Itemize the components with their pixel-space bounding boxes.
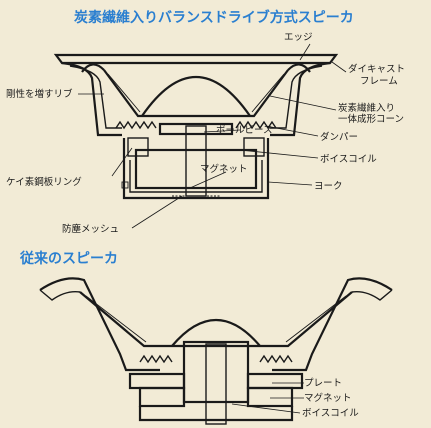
speaker2-leaders <box>231 382 304 414</box>
label-cone-2: 一体成形コーン <box>338 113 404 125</box>
basket-lip-left <box>39 289 81 301</box>
label-yoke: ヨーク <box>314 181 343 192</box>
diagram2-title: 従来のスピーカ <box>19 250 118 267</box>
frame-left-inner <box>69 65 122 129</box>
cone2-line-right <box>285 295 347 343</box>
label-silicon-ring: ケイ素鋼板リング <box>6 176 82 188</box>
label-voice-coil-2: ボイスコイル <box>302 408 359 419</box>
basket-lip-right <box>351 289 393 301</box>
edge-roll-left <box>81 63 105 73</box>
leader-voicecoil2 <box>231 403 301 414</box>
dome2 <box>171 319 261 347</box>
label-frame-1: ダイキャスト <box>348 63 405 75</box>
leader-yoke <box>267 181 313 186</box>
label-plate: プレート <box>304 378 342 389</box>
label-rib: 剛性を増すリブ <box>6 88 73 100</box>
plate2-left <box>128 372 186 390</box>
speaker1-drawing <box>53 53 339 200</box>
bottom-plate2 <box>138 406 294 422</box>
speaker2-drawing <box>39 277 393 425</box>
cone-line-left <box>107 73 141 113</box>
leader-frame <box>331 61 347 73</box>
magnet-block <box>134 148 258 190</box>
label-dust-mesh: 防塵メッシュ <box>62 223 119 235</box>
plate2-right <box>246 372 304 390</box>
basket-right <box>272 277 393 372</box>
leader-damper <box>265 125 319 137</box>
cone-outer <box>103 69 289 118</box>
frame-top-rim <box>53 53 339 65</box>
leader-cone <box>269 95 337 111</box>
cone2-line-left <box>85 295 147 343</box>
leader-edge <box>299 43 311 61</box>
yoke-inner <box>129 160 263 193</box>
damper-right <box>235 120 277 130</box>
label-frame-2: フレーム <box>360 76 398 87</box>
damper2-left <box>139 354 173 364</box>
basket-left <box>39 277 160 372</box>
label-edge: エッジ <box>284 32 313 43</box>
label-voice-coil-1: ボイスコイル <box>320 154 377 165</box>
frame-right-inner <box>270 65 323 129</box>
diagram1-title: 炭素繊維入りバランスドライブ方式スピーカ <box>74 9 354 26</box>
pole-piece <box>185 125 207 197</box>
leader-magnet <box>189 171 227 189</box>
cone2-outer <box>79 291 353 348</box>
yoke-outline <box>122 138 270 200</box>
leader-ring <box>111 147 133 177</box>
label-pole-piece: ポールピース <box>216 125 273 136</box>
leader-pole <box>203 129 241 133</box>
leader-voicecoil <box>239 149 319 159</box>
screw-mark-left <box>121 181 129 189</box>
magnet2-right <box>246 386 294 408</box>
pole2 <box>182 340 250 404</box>
silicon-ring-left <box>127 137 149 157</box>
damper-left <box>115 120 157 130</box>
edge-roll-right <box>287 63 311 73</box>
cone-line-right <box>251 73 285 113</box>
dust-dome <box>141 76 251 117</box>
pole2-core <box>205 343 227 425</box>
label-magnet-2: マグネット <box>304 392 352 404</box>
leader-mesh <box>131 195 183 229</box>
magnet2-left <box>138 386 186 408</box>
silicon-ring-right <box>243 137 265 157</box>
label-cone-1: 炭素繊維入り <box>338 102 395 114</box>
voice-coil-top <box>158 122 234 136</box>
damper2-right <box>259 354 293 364</box>
label-damper: ダンパー <box>320 131 358 143</box>
label-magnet-1: マグネット <box>200 163 248 175</box>
frame-right-wall <box>270 61 331 137</box>
speaker1-leaders <box>78 43 347 229</box>
